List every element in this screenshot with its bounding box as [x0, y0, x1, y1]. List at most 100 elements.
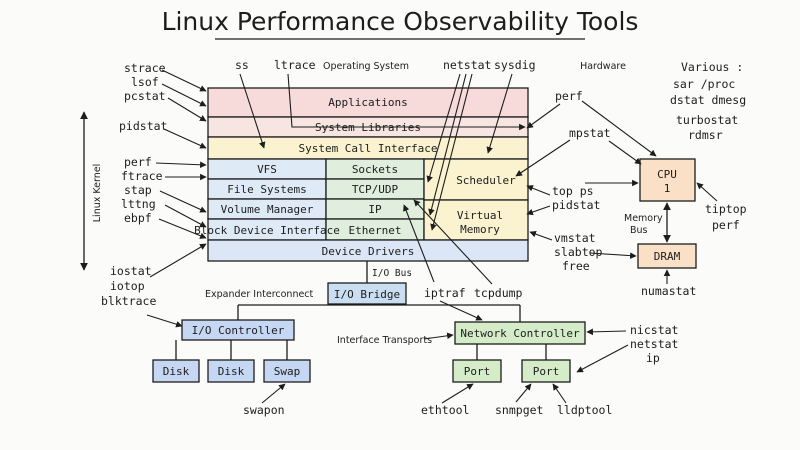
- arrow-perf-left: [155, 161, 207, 169]
- arrow-ltrace: [287, 73, 526, 131]
- tool-slabtop: slabtop: [554, 245, 603, 259]
- tool-free: free: [562, 259, 590, 273]
- arrow-ss: [239, 73, 266, 149]
- arrow-strace: [161, 69, 207, 92]
- tool-iptraf: iptraf: [424, 286, 466, 300]
- tool-iotop: iotop: [110, 279, 145, 293]
- arrow-swapon: [261, 383, 286, 404]
- tool-nicstat: nicstat: [630, 323, 678, 337]
- tool-strace: strace: [124, 61, 166, 75]
- tool-ltrace: ltrace: [274, 58, 316, 72]
- tool-blktrace: blktrace: [101, 294, 156, 308]
- linux-kernel-label: Linux Kernel: [92, 164, 103, 222]
- arrow-lttng: [164, 204, 207, 228]
- arrow-ebpf: [158, 218, 207, 239]
- arrow-dram: [589, 252, 637, 259]
- operating-system-label: Operating System: [323, 61, 409, 72]
- arrow-mpstat-scheduler: [515, 139, 571, 177]
- arrow-lsof: [161, 83, 207, 107]
- ethernet-label: Ethernet: [349, 224, 402, 237]
- tool-ss: ss: [235, 58, 249, 72]
- arrow-iostat: [149, 243, 207, 278]
- dram-label: DRAM: [654, 250, 681, 263]
- tool-turbostat: turbostat: [676, 113, 738, 127]
- tool-numastat: numastat: [641, 284, 696, 298]
- disk-2-label: Disk: [218, 365, 245, 378]
- arrow-pidstat-left: [163, 128, 207, 149]
- port-2-label: Port: [533, 365, 560, 378]
- tool-pcstat: pcstat: [124, 89, 166, 103]
- tool-dstat-dmesg: dstat dmesg: [670, 93, 746, 107]
- scheduler-label: Scheduler: [456, 174, 516, 187]
- applications-label: Applications: [328, 96, 407, 109]
- tool-ip: ip: [646, 351, 660, 365]
- tool-top-ps: top ps: [552, 184, 594, 198]
- volume-manager-label: Volume Manager: [221, 203, 314, 216]
- tool-mpstat: mpstat: [569, 126, 611, 140]
- interface-transports-label: Interface Transports: [337, 335, 432, 346]
- tool-lttng: lttng: [121, 197, 156, 211]
- tool-perf-left: perf: [124, 155, 152, 169]
- memory-bus-label-line1: Memory: [624, 213, 663, 224]
- tool-tiptop: tiptop: [705, 202, 747, 216]
- arrow-ethtool: [441, 383, 474, 404]
- arrow-blktrace: [146, 314, 183, 328]
- vfs-label: VFS: [257, 163, 277, 176]
- arrow-netstat-3: [430, 73, 473, 231]
- arrow-sysdig: [486, 73, 513, 154]
- tool-stap: stap: [124, 183, 152, 197]
- tool-swapon: swapon: [243, 403, 285, 417]
- arrow-tiptop: [696, 182, 718, 202]
- io-bridge-label: I/O Bridge: [334, 288, 400, 301]
- cpu-label-line2: 1: [664, 182, 671, 195]
- arrow-stap: [159, 190, 207, 213]
- memory-bus-label-line2: Bus: [630, 225, 648, 236]
- tool-ebpf: ebpf: [124, 211, 152, 225]
- tcp-udp-label: TCP/UDP: [352, 183, 399, 196]
- tool-sysdig: sysdig: [494, 58, 536, 72]
- arrow-iptraf: [403, 204, 435, 283]
- arrow-pidstat-right: [526, 205, 551, 216]
- file-systems-label: File Systems: [227, 183, 306, 196]
- tool-netstat-top: netstat: [443, 58, 491, 72]
- tool-perf-cpu: perf: [712, 218, 740, 232]
- swap-label: Swap: [274, 365, 301, 378]
- tool-pidstat-right: pidstat: [552, 198, 600, 212]
- cpu-label-line1: CPU: [657, 168, 677, 181]
- arrow-vmstat: [529, 230, 553, 241]
- diagram-title: Linux Performance Observability Tools: [162, 7, 639, 36]
- device-drivers-layer: [207, 239, 529, 262]
- arrow-netstat-right: [576, 344, 629, 373]
- arrow-pcstat: [167, 97, 207, 122]
- tool-lsof: lsof: [131, 75, 159, 89]
- tool-perf-right: perf: [555, 89, 583, 103]
- expander-interconnect-label: Expander Interconnect: [205, 289, 314, 300]
- arrow-interface-transports: [423, 332, 454, 340]
- arrow-mpstat: [608, 140, 642, 165]
- network-controller-label: Network Controller: [460, 327, 580, 340]
- io-controller-label: I/O Controller: [192, 324, 285, 337]
- tool-lldptool: lldptool: [557, 403, 612, 417]
- hardware-labels: CPU 1 DRAM I/O Bridge I/O Controller Net…: [163, 168, 681, 378]
- arrow-perf-right: [526, 103, 561, 129]
- arrow-nicstat: [586, 328, 627, 336]
- arrow-perf-cpu-top: [581, 100, 657, 157]
- device-drivers-label: Device Drivers: [322, 245, 415, 258]
- applications-layer: [207, 87, 529, 118]
- tool-arrows: [146, 69, 718, 404]
- tool-tcpdump: tcpdump: [474, 286, 523, 300]
- hardware-label: Hardware: [580, 61, 626, 72]
- arrow-snmpget: [515, 383, 532, 403]
- arrow-iptraf-netctrl: [439, 300, 483, 321]
- tool-vmstat: vmstat: [554, 231, 596, 245]
- bus-lines: [175, 202, 671, 360]
- hardware-boxes: [152, 158, 697, 383]
- tool-sar-proc: sar /proc: [673, 77, 735, 91]
- tool-iostat: iostat: [110, 264, 152, 278]
- system-call-interface-label: System Call Interface: [298, 142, 437, 155]
- block-device-interface-label: Block Device Interface: [194, 224, 340, 237]
- ip-layer-label: IP: [368, 203, 382, 216]
- dram-box: [637, 243, 697, 269]
- disk-1-label: Disk: [163, 365, 190, 378]
- virtual-memory-label-line2: Memory: [460, 223, 500, 236]
